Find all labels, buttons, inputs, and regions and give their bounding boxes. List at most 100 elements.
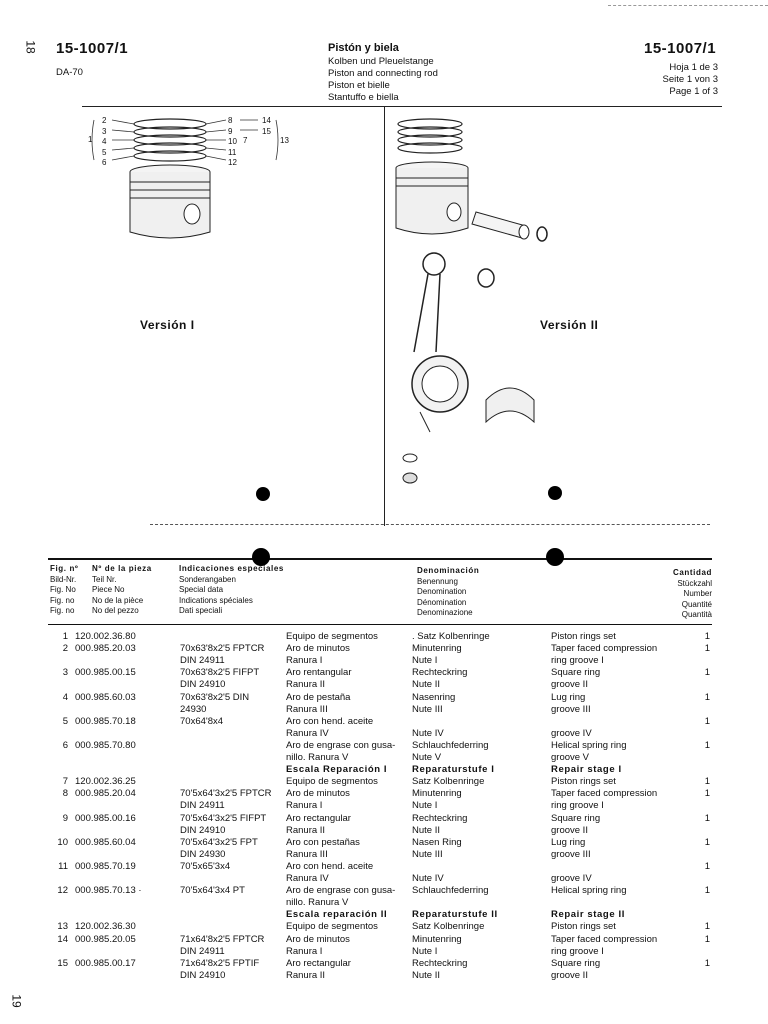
col-header-fig: Fig. nº Bild-Nr. Fig. No Fig. no Fig. no [50, 564, 78, 617]
desc-de: Schlauchfederring [412, 885, 489, 897]
desc-en: Piston rings set [551, 776, 616, 788]
desc-de: Rechteckring [412, 957, 468, 969]
special-data: 70x63'8x2'5 FPTCR [180, 643, 265, 655]
desc-en: Helical spring ring [551, 885, 627, 897]
desc-en: groove V [551, 752, 590, 763]
desc-en: groove II [551, 679, 588, 691]
desc-es: nillo. Ranura V [286, 752, 349, 763]
desc-en: ring groove I [551, 945, 604, 957]
desc-es: Escala reparación II [286, 909, 388, 921]
desc-es: Ranura IV [286, 873, 329, 884]
desc-de: Satz Kolbenringe [412, 921, 485, 933]
special-data: DIN 24911 [180, 655, 225, 667]
desc-es: Ranura I [286, 655, 323, 667]
side-page-top: 18 [23, 40, 38, 54]
table-section-header: Escala reparación II Reparaturstufe II Rep… [0, 909, 768, 921]
desc-de: Reparaturstufe II [412, 909, 498, 921]
part-number: 000.985.70.13 · [75, 885, 142, 897]
quantity: 1 [704, 691, 710, 703]
desc-en: Repair stage I [551, 764, 622, 776]
page-info: Hoja 1 de 3 Seite 1 von 3 Page 1 of 3 [620, 62, 718, 98]
desc-en: Helical spring ring [551, 739, 627, 751]
desc-en: groove II [551, 824, 588, 836]
callout-7: 7 [243, 136, 248, 145]
quantity: 1 [704, 933, 710, 945]
desc-es: Equipo de segmentos [286, 921, 378, 933]
callouts-far: 14 15 [262, 116, 271, 137]
quantity: 1 [704, 812, 710, 824]
page-info-de: Seite 1 von 3 [662, 74, 718, 85]
callout-1: 1 [88, 135, 93, 144]
quantity: 1 [704, 921, 710, 933]
title-block: Pistón y biela Kolben und Pleuelstange P… [328, 42, 438, 104]
desc-es: Aro con hend. aceite [286, 715, 374, 727]
callout-4: 4 [102, 137, 107, 146]
desc-de: Rechteckring [412, 812, 468, 824]
col-header-part-es: Nº de la pieza [92, 564, 152, 573]
desc-es: Ranura I [286, 945, 323, 957]
desc-es: Ranura IV [286, 727, 329, 739]
desc-es: Ranura III [286, 848, 328, 860]
desc-de: Nute III [412, 703, 443, 715]
col-header-desc-en: Denomination [417, 587, 467, 596]
desc-es: Aro con pestañas [286, 836, 360, 848]
title-es: Pistón y biela [328, 42, 399, 54]
col-header-spec: Indicaciones especiales Sonderangaben Sp… [179, 564, 284, 617]
quantity: 1 [704, 957, 710, 969]
table-row: nillo. Ranura V [0, 897, 768, 909]
top-rule [608, 5, 768, 6]
fig-number: 12 [57, 885, 68, 897]
desc-de: Nute I [412, 655, 438, 667]
callout-13: 13 [280, 136, 289, 145]
table-top-rule [48, 558, 712, 560]
col-header-spec-en: Special data [179, 585, 224, 594]
desc-de: Nute II [412, 969, 440, 981]
desc-en: groove IV [551, 727, 592, 739]
col-header-desc-de: Benennung [417, 576, 458, 586]
desc-en: Square ring [551, 667, 601, 679]
col-header-fig-en: Fig. No [50, 585, 76, 594]
desc-en: groove II [551, 969, 588, 981]
desc-en: Repair stage II [551, 909, 625, 921]
callouts-left: 2 3 4 5 6 [102, 116, 106, 169]
special-data: DIN 24930 [180, 848, 226, 860]
desc-es: Aro rentangular [286, 667, 352, 679]
desc-es: Aro de pestaña [286, 691, 351, 703]
desc-en: Lug ring [551, 836, 586, 848]
piston-version-2-drawing [395, 118, 548, 484]
col-header-part-de: Teil Nr. [92, 574, 117, 584]
desc-de: Minutenring [412, 788, 462, 800]
col-header-qty-es: Cantidad [672, 568, 712, 577]
special-data: 71x64'8x2'5 FPTIF [180, 957, 260, 969]
desc-en: Lug ring [551, 691, 586, 703]
desc-de: Satz Kolbenringe [412, 776, 485, 788]
col-header-fig-fr: Fig. no [50, 595, 75, 605]
desc-en: ring groove I [551, 800, 604, 812]
quantity: 1 [704, 788, 710, 800]
desc-es: Aro rectangular [286, 957, 351, 969]
fig-number: 9 [62, 812, 68, 824]
fig-number: 11 [58, 860, 68, 872]
desc-de: Nute II [412, 824, 440, 836]
desc-de: Rechteckring [412, 667, 468, 679]
col-header-qty-it: Quantità [681, 610, 712, 619]
part-number: 000.985.60.03 [75, 691, 136, 703]
desc-es: Aro de minutos [286, 788, 350, 800]
registration-dot-right [546, 548, 564, 566]
desc-de: Minutenring [412, 643, 462, 655]
callout-11: 11 [228, 147, 237, 157]
callout-15: 15 [262, 126, 271, 136]
col-header-qty-en: Number [683, 589, 712, 598]
col-header-qty: Cantidad Stückzahl Number Quantité Quant… [640, 568, 712, 621]
